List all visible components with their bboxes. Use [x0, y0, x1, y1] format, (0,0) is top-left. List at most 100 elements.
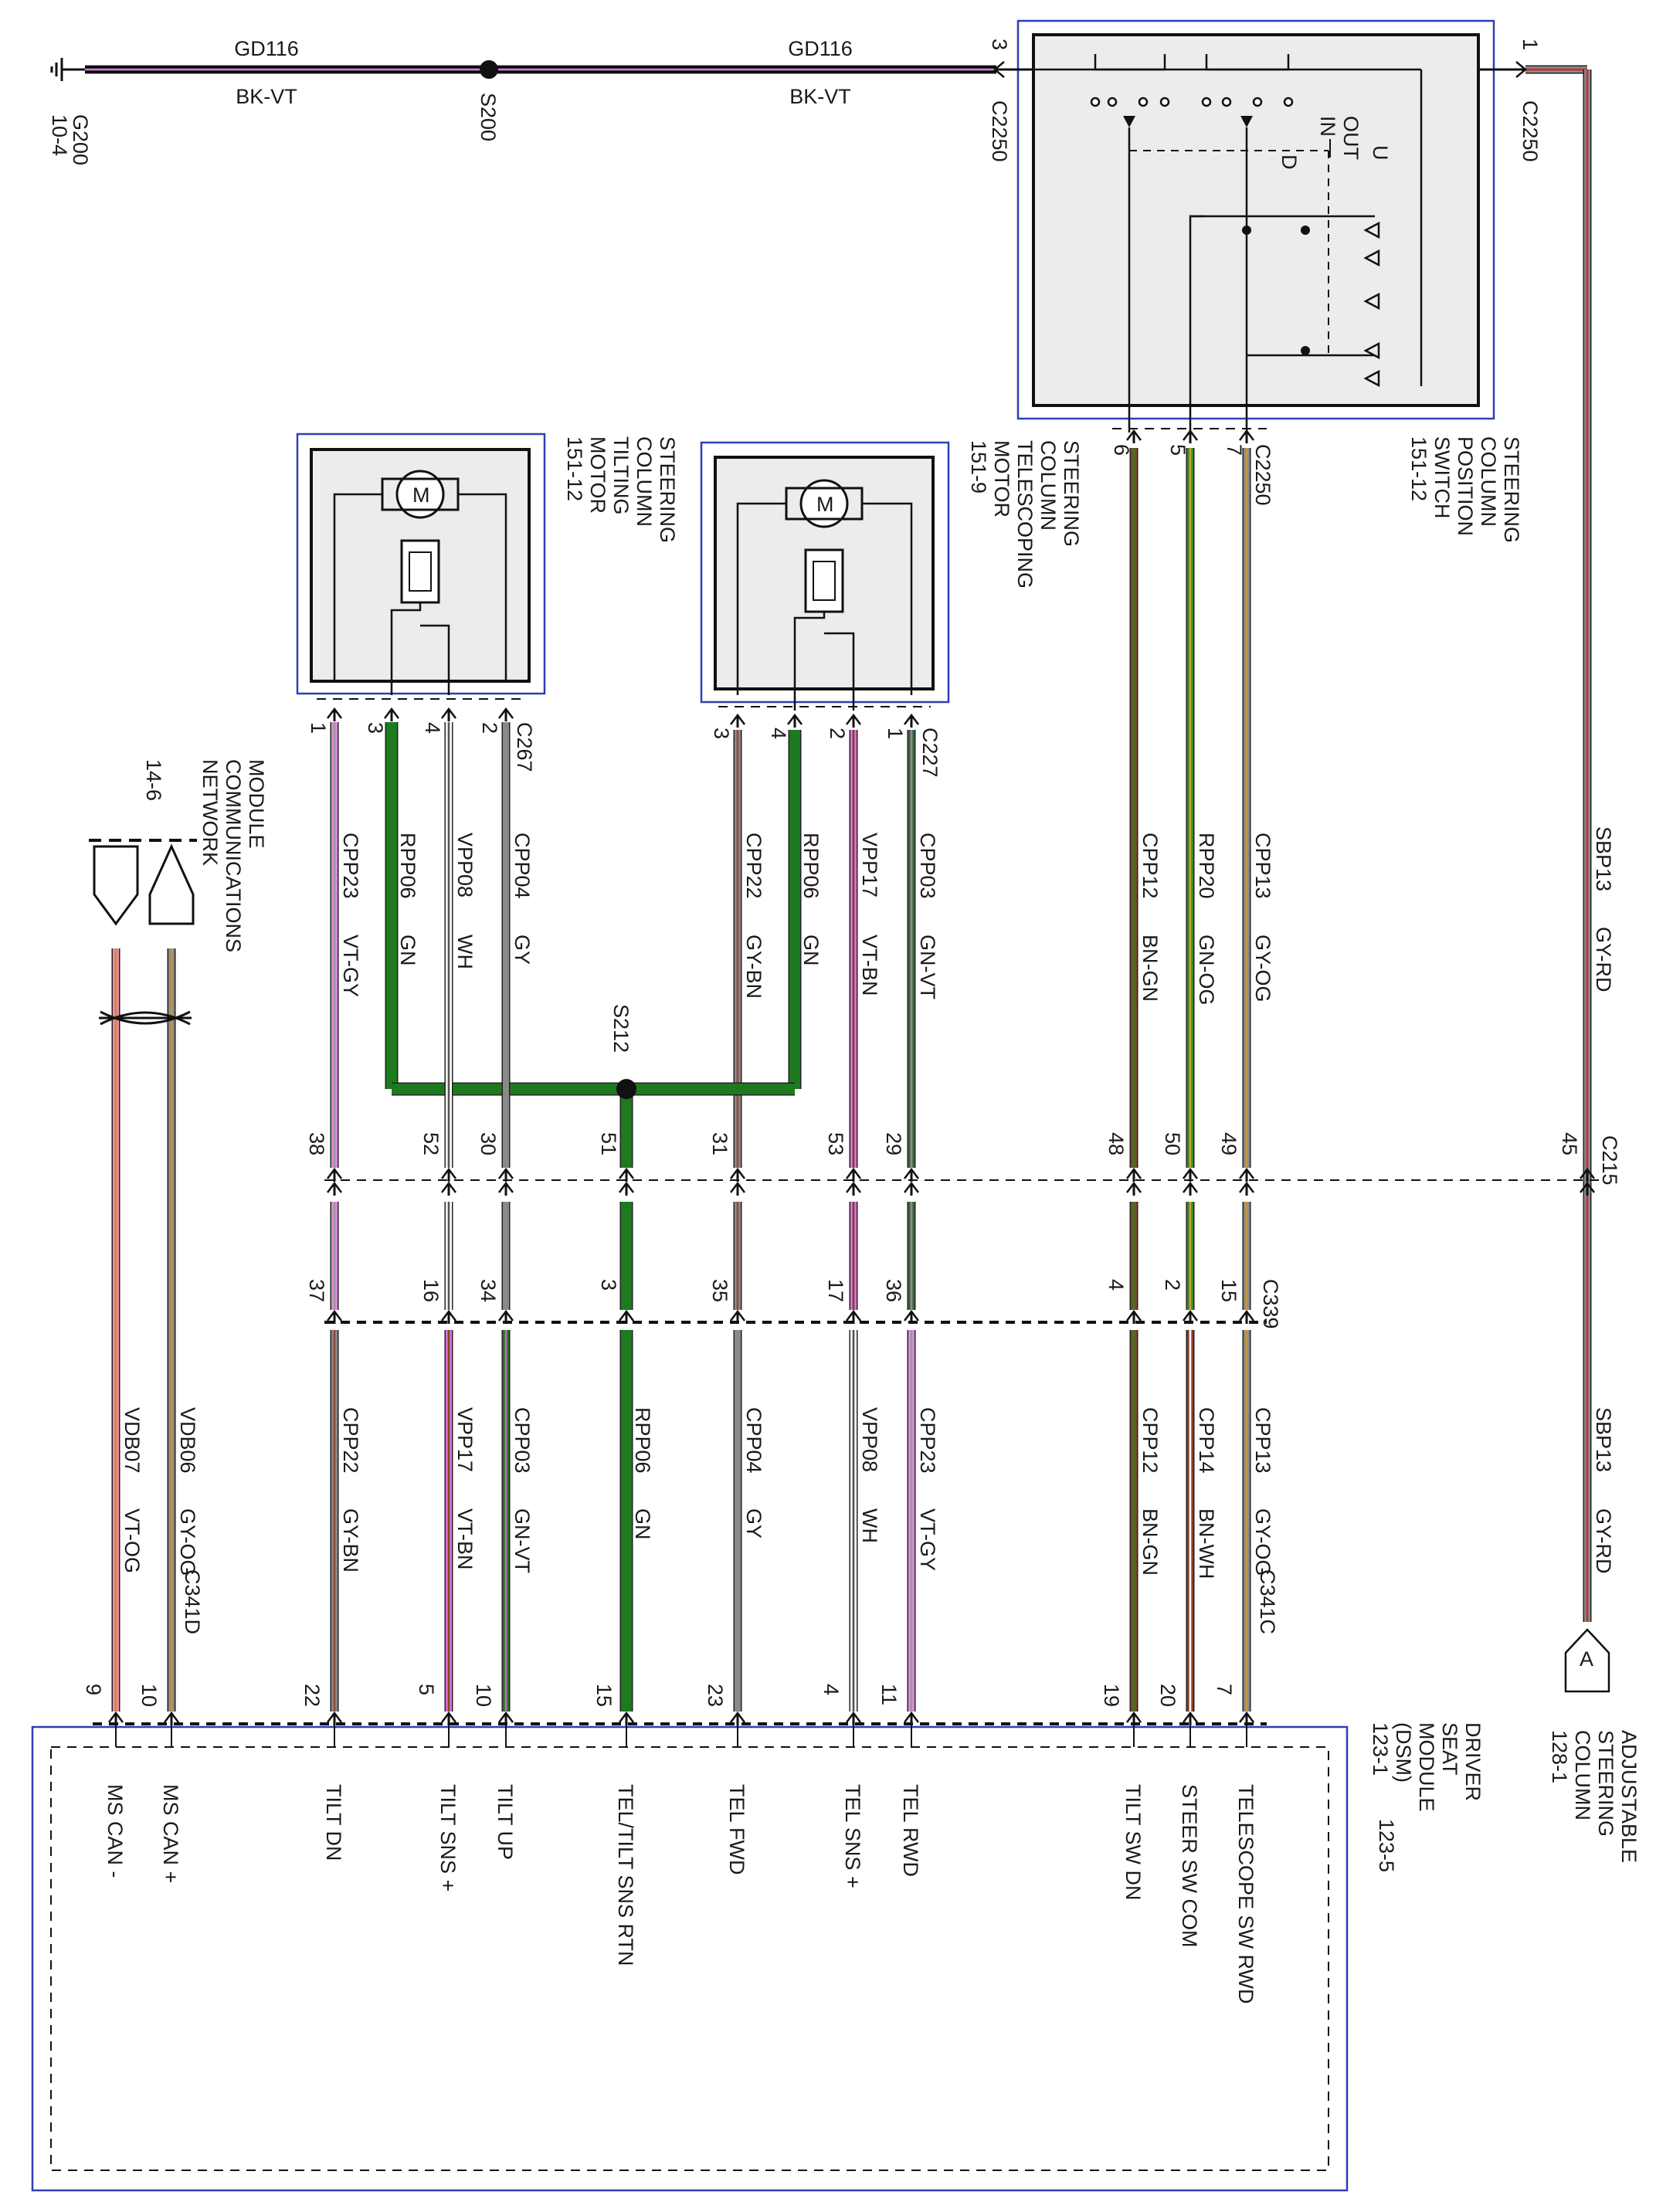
switch-connector-right: C2250	[1519, 100, 1542, 162]
splice-s212	[616, 1079, 636, 1099]
wire-lower-circuit: CPP03	[511, 1407, 534, 1474]
wire-upper-circuit: CPP23	[339, 833, 362, 899]
c215-pin-number: 30	[477, 1132, 500, 1155]
splice-s200	[480, 60, 498, 79]
tele-sensor-lead-2	[824, 632, 855, 711]
dsm-pin-number: 15	[592, 1684, 616, 1707]
wire-lower-color: VT-GY	[916, 1508, 939, 1571]
adjustable-column-name: ADJUSTABLE	[1617, 1730, 1641, 1863]
switch-contact-arrow	[1363, 221, 1380, 239]
wire-upper-color: GN-VT	[916, 935, 939, 999]
switch-u-label: U	[1369, 145, 1392, 161]
c339-pin-number: 36	[882, 1279, 905, 1302]
c215-label: C215	[1598, 1135, 1621, 1186]
dsm-function-label: TEL SNS +	[841, 1784, 864, 1888]
c339-pin-number: 34	[477, 1279, 500, 1302]
wire-sbp13-color: GY-RD	[1592, 927, 1615, 992]
dsm-pin-number: 19	[1100, 1684, 1123, 1707]
tilt-sensor-block	[400, 539, 440, 604]
dsm-pin-number: 11	[877, 1684, 901, 1705]
can-network-name: MODULE	[245, 759, 268, 849]
wire-upper-circuit: CPP04	[511, 833, 534, 899]
wire-lower-color: GN	[631, 1508, 654, 1540]
wire-lower-color: WH	[858, 1508, 881, 1543]
tilt-motor-lead-1	[333, 493, 382, 680]
dsm-function-label: TILT DN	[322, 1784, 345, 1861]
dsm-connector-left: C341D	[181, 1569, 204, 1634]
c267-pin-number: 3	[364, 722, 387, 734]
switch-contact-arrow	[1363, 341, 1380, 360]
position-switch-name: SWITCH	[1430, 436, 1454, 518]
wire-upper-color: VT-BN	[858, 935, 881, 996]
c215-pin-number: 31	[708, 1132, 731, 1155]
switch-arrow	[1123, 116, 1135, 127]
tele-motor-m: M	[816, 493, 834, 516]
tilt-motor-name: STEERING	[656, 436, 679, 543]
switch-bottom-pin-number: 6	[1110, 444, 1133, 456]
wire-lower-circuit: VDB07	[120, 1407, 144, 1474]
c339-pin-number: 15	[1217, 1279, 1240, 1302]
wire-upper-color: VT-GY	[339, 935, 362, 997]
wire2-color: BK-VT	[789, 85, 851, 108]
wire-lower-circuit: CPP12	[1138, 1407, 1162, 1474]
can-network-name: NETWORK	[199, 759, 222, 866]
tilt-motor-m: M	[412, 483, 430, 507]
tele-motor-name: STEERING	[1060, 440, 1083, 547]
wire-upper-circuit: CPP12	[1138, 833, 1162, 899]
c215-pin-number: 49	[1217, 1132, 1240, 1155]
wire-sbp13-lower-circuit: SBP13	[1592, 1407, 1615, 1472]
c227-pin-number: 2	[826, 728, 849, 739]
dsm-pin-number: 10	[472, 1684, 495, 1707]
position-switch-name: COLUMN	[1477, 436, 1500, 527]
switch-wire-5	[1189, 215, 1205, 433]
wire-upper-circuit: CPP22	[742, 833, 765, 899]
wire-lower-circuit: CPP13	[1251, 1407, 1274, 1474]
tilt-motor-frame	[296, 433, 546, 695]
dsm-pin-number: 4	[820, 1684, 843, 1695]
dsm-pin-number: 9	[82, 1684, 105, 1695]
can-network-flag-2	[148, 843, 195, 925]
wire-upper-color: GN	[396, 935, 419, 966]
position-switch-frame	[1016, 19, 1495, 420]
tilt-sensor-lead-2	[420, 624, 450, 695]
adjustable-column-name: COLUMN	[1571, 1730, 1594, 1820]
switch-node	[1242, 226, 1251, 235]
wire2-circuit: GD116	[788, 37, 853, 60]
dsm-function-label: TILT SNS +	[436, 1784, 460, 1891]
c339-pin-number: 2	[1161, 1279, 1184, 1291]
wire-lower-circuit: CPP04	[742, 1407, 765, 1474]
c339-pin-number: 35	[708, 1279, 731, 1302]
wire1-circuit: GD116	[234, 37, 299, 60]
wire-upper-circuit: RPP06	[799, 833, 823, 899]
c215-pin-number: 29	[882, 1132, 905, 1155]
tele-motor-symbol	[799, 479, 849, 528]
wire-lower-color: GY-OG	[1251, 1508, 1274, 1576]
wire1-color: BK-VT	[236, 85, 297, 108]
switch-contact	[1159, 97, 1170, 107]
wire-upper-color: GY-BN	[742, 935, 765, 999]
position-switch-body	[1032, 33, 1480, 407]
wire-upper-circuit: CPP03	[916, 833, 939, 899]
dsm-pin-number: 23	[704, 1684, 727, 1707]
c215-pin-number: 52	[419, 1132, 443, 1155]
switch-pin-left: 3	[988, 39, 1011, 50]
wire-lower-circuit: CPP22	[339, 1407, 362, 1474]
c215-pin-number: 48	[1105, 1132, 1128, 1155]
switch-connector-left: C2250	[988, 100, 1011, 162]
switch-contact	[1252, 97, 1263, 107]
tele-motor-lead-1	[736, 502, 786, 695]
switch-contact	[1221, 97, 1232, 107]
wire-lower-circuit: VPP08	[858, 1407, 881, 1472]
tele-motor-frame	[700, 441, 950, 704]
tele-motor-name: MOTOR	[990, 440, 1013, 517]
wire-upper-circuit: VPP17	[858, 833, 881, 897]
twisted-pair-symbol	[99, 1010, 192, 1026]
wire-upper-circuit: CPP13	[1251, 833, 1274, 899]
ground-ref: 10-4	[48, 114, 71, 156]
wire-upper-circuit: RPP20	[1195, 833, 1218, 899]
wire-upper-color: GY-OG	[1251, 935, 1274, 1003]
wire-lower-color: GY	[742, 1508, 765, 1539]
tilt-motor-name: 151-12	[563, 436, 586, 501]
dsm-connector-right: C341C	[1256, 1569, 1279, 1634]
c339-pin-number: 4	[1105, 1279, 1128, 1291]
